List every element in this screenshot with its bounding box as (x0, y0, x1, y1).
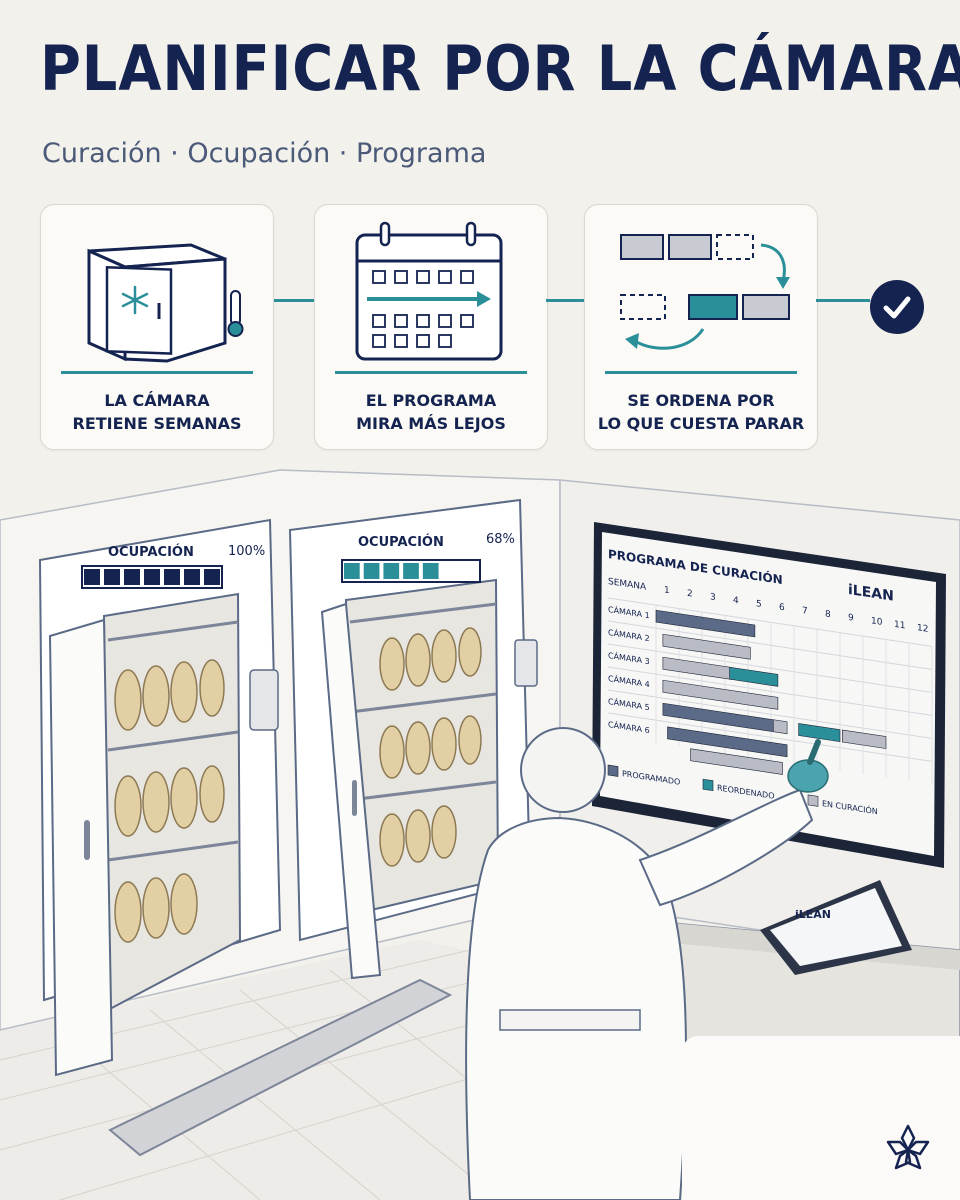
occupancy-fill-1 (84, 569, 220, 585)
week-number: 11 (894, 620, 905, 632)
card-caption-line2: LO QUE CUESTA PARAR (597, 414, 805, 433)
occupancy-label-1: OCUPACIÓN (108, 544, 194, 560)
occupancy-segment (422, 563, 439, 579)
occupancy-meter-2 (341, 559, 481, 583)
chamber-2-control-panel (514, 639, 538, 687)
occupancy-percent-1: 100% (228, 544, 265, 559)
schedule-bar (798, 723, 841, 743)
week-number: 5 (756, 599, 762, 610)
occupancy-segment (363, 563, 380, 579)
card-caption-line1: EL PROGRAMA (365, 391, 497, 410)
legend-swatch (807, 794, 819, 807)
schedule-bar (655, 609, 756, 638)
occupancy-percent-2: 68% (486, 532, 515, 547)
card-caption-line2: RETIENE SEMANAS (72, 414, 242, 433)
card-divider (61, 371, 253, 374)
worker-figure (465, 727, 829, 1200)
occupancy-label-2: OCUPACIÓN (358, 534, 444, 550)
week-number: 10 (871, 616, 883, 628)
ham-rows-chamber-1 (114, 659, 225, 943)
occupancy-segment (124, 569, 140, 585)
calendar-icon (355, 221, 503, 361)
schedule-bar (667, 726, 788, 758)
week-number: 6 (779, 603, 785, 614)
occupancy-segment (383, 563, 400, 579)
board-brand: iLEAN (848, 582, 894, 605)
occupancy-segment (164, 569, 180, 585)
page-title: PLANIFICAR POR LA CÁMARA (40, 32, 960, 105)
occupancy-meter-1 (81, 565, 223, 589)
check-icon (870, 280, 924, 334)
card-caption-line1: LA CÁMARA (104, 391, 210, 410)
card-divider (335, 371, 527, 374)
schedule-bar (773, 719, 788, 735)
legend-swatch (607, 764, 619, 777)
step-card-camara: LA CÁMARA RETIENE SEMANAS (40, 204, 274, 450)
flow-connector (274, 299, 314, 302)
reorder-blocks-icon (620, 234, 790, 350)
schedule-bar (729, 666, 779, 687)
occupancy-segment (144, 569, 160, 585)
flow-connector (816, 299, 870, 302)
week-number: 1 (664, 585, 670, 596)
schedule-bar (662, 633, 751, 660)
schedule-bar (690, 748, 783, 775)
schedule-bar (662, 679, 779, 710)
occupancy-segment (344, 563, 360, 579)
week-number: 9 (848, 613, 854, 624)
occupancy-segment (104, 569, 120, 585)
brand-logo-icon (886, 1124, 930, 1170)
chamber-2-door (320, 602, 382, 980)
chamber-1-control-panel (249, 669, 279, 731)
step-card-programa: EL PROGRAMA MIRA MÁS LEJOS (314, 204, 548, 450)
week-number: 7 (802, 606, 808, 617)
schedule-bar (842, 729, 887, 749)
card-caption-line2: MIRA MÁS LEJOS (356, 414, 506, 433)
week-number: 12 (917, 623, 928, 635)
week-number: 3 (710, 592, 716, 603)
card-caption-line1: SE ORDENA POR (627, 391, 775, 410)
flow-connector (546, 299, 584, 302)
step-card-ordenar: SE ORDENA POR LO QUE CUESTA PARAR (584, 204, 818, 450)
week-number: 4 (733, 596, 739, 607)
card-divider (605, 371, 797, 374)
tablet-brand: iLEAN (795, 908, 831, 921)
occupancy-segment (204, 569, 220, 585)
corner-panel (682, 1036, 960, 1200)
legend-swatch (702, 778, 714, 792)
occupancy-segment (84, 569, 100, 585)
week-number: 8 (825, 609, 831, 620)
page-subtitle: Curación · Ocupación · Programa (42, 138, 487, 169)
occupancy-segment (184, 569, 200, 585)
floor-drain (108, 978, 453, 1157)
ham-rows-chamber-2 (379, 627, 482, 867)
cold-room-icon (87, 243, 244, 363)
occupancy-fill-2 (344, 563, 439, 579)
occupancy-segment (403, 563, 419, 579)
chamber-1-door (48, 618, 114, 1077)
week-number: 2 (687, 589, 693, 600)
